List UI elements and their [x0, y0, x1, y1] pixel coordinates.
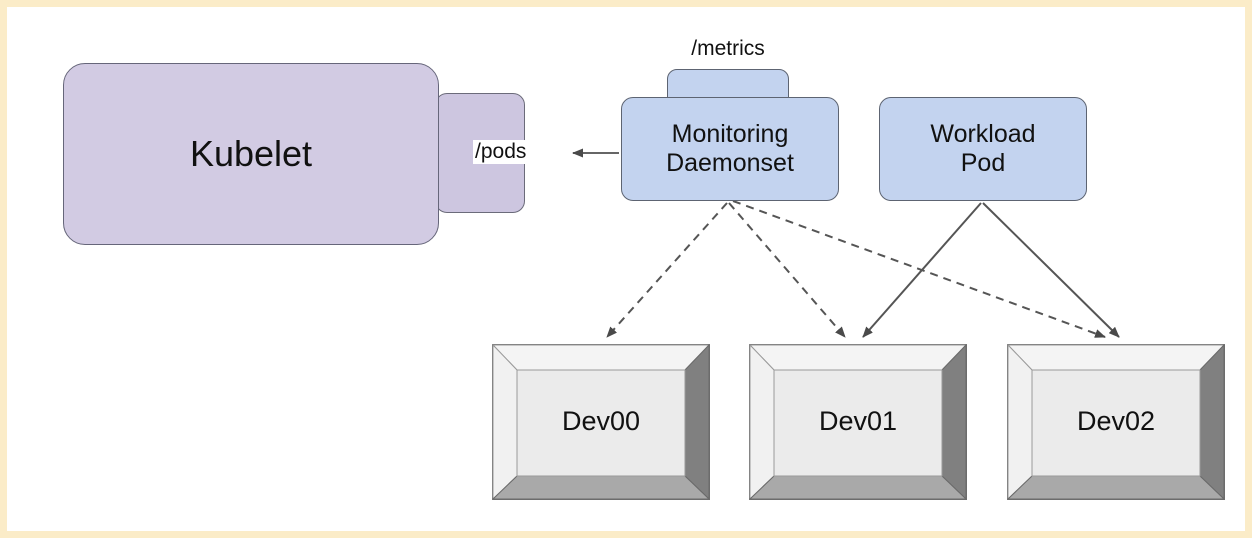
device-bevel-icon — [492, 344, 710, 500]
monitoring-body: Monitoring Daemonset — [621, 97, 839, 201]
device-bevel-icon — [1007, 344, 1225, 500]
device-dev00[interactable]: Dev00 — [492, 344, 710, 500]
metrics-endpoint-label: /metrics — [691, 37, 765, 60]
edge-layer — [572, 148, 1120, 338]
edge-workload-to-dev1 — [862, 202, 982, 338]
node-kubelet[interactable]: Kubelet — [63, 63, 525, 245]
kubelet-label: Kubelet — [189, 133, 313, 175]
node-monitoring-daemonset[interactable]: /metrics Monitoring Daemonset — [621, 37, 839, 201]
device-dev01[interactable]: Dev01 — [749, 344, 967, 500]
edge-monitoring-to-dev2 — [732, 200, 1106, 338]
workload-label: Workload Pod — [930, 120, 1036, 177]
device-bevel-icon — [749, 344, 967, 500]
device-dev02[interactable]: Dev02 — [1007, 344, 1225, 500]
workload-body: Workload Pod — [879, 97, 1087, 201]
edge-label-pods: /pods — [473, 140, 529, 164]
monitoring-label: Monitoring Daemonset — [666, 120, 794, 177]
edge-monitoring-to-dev0 — [606, 202, 728, 338]
kubelet-body: Kubelet — [63, 63, 439, 245]
edge-monitoring-to-dev1 — [728, 202, 846, 338]
edge-workload-to-dev2 — [982, 202, 1120, 338]
node-workload-pod[interactable]: Workload Pod — [879, 97, 1087, 201]
